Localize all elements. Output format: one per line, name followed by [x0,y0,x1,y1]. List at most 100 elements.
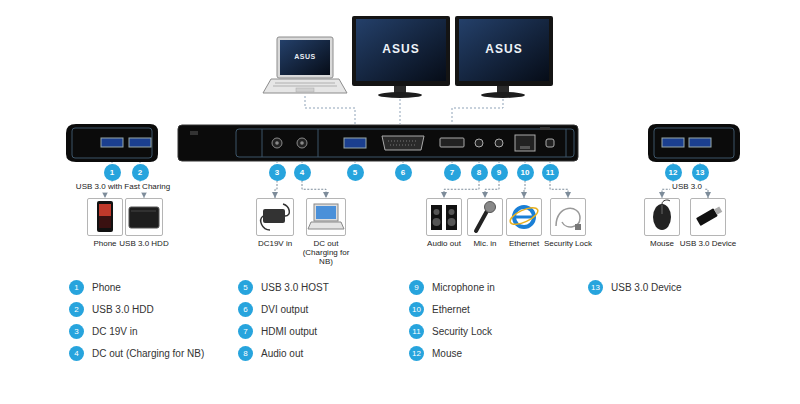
group-label: USB 3.0 [670,182,704,193]
dock-side [654,128,734,158]
device-icon [316,206,336,219]
device-caption: USB 3.0 HDD [119,239,168,248]
device-icon [431,205,442,230]
device-icon [714,206,722,214]
dock-port [297,138,307,148]
legend-item: 3DC 19V in [69,324,138,339]
legend-text: USB 3.0 HOST [261,282,329,293]
device-box: Mic. in [467,198,503,236]
laptop-picture [280,40,330,75]
callout-text: 9 [491,164,508,181]
device-caption: Mouse [650,239,674,248]
device-icon [696,208,718,226]
legend-item: 7HDMI output [238,324,317,339]
legend-text: Audio out [261,348,303,359]
legend-number: 12 [409,346,424,361]
brand-label: ASUS [382,43,419,56]
dock-port [272,135,554,151]
legend-text: Ethernet [432,304,470,315]
monitor-picture [459,19,549,81]
device-icon [263,209,285,223]
callout-number: 1 [104,164,121,181]
legend-text: HDMI output [261,326,317,337]
dock-port [440,138,464,147]
monitor-picture [455,16,553,86]
device-icon [261,204,290,230]
connector [444,181,479,199]
legend-number: 6 [238,302,253,317]
callout-text: 10 [517,164,534,181]
group-label: USB 3.0 with Fast Charing [74,182,172,193]
device-caption: Mic. in [473,239,496,248]
dock-port [272,138,282,148]
legend-item: 8Audio out [238,346,303,361]
connector [275,181,277,199]
device-box: USB 3.0 Device [690,198,726,236]
device-caption: USB 3.0 Device [680,239,736,248]
dock-body [190,131,198,135]
device-icon [446,205,457,230]
device-icon [99,204,111,228]
legend-item: 10Ethernet [409,302,470,317]
dock-body [540,127,550,130]
dock-side [129,138,151,147]
legend-item: 4DC out (Charging for NB) [69,346,204,361]
dock-port [390,145,416,146]
device-box: Phone [87,198,123,236]
device-box: Audio out [426,198,462,236]
dock-body [178,125,578,161]
callout-number: 6 [395,164,412,181]
device-caption: Phone [93,239,116,248]
monitor-picture [378,92,422,98]
connector [550,181,568,199]
device-box: Ethernet [506,198,542,236]
device-caption: DC out (Charging for NB) [296,239,356,266]
device-icon [433,218,441,226]
callout-number: 2 [132,164,149,181]
callout-number: 11 [542,164,559,181]
device-icon [476,211,487,231]
legend-item: 9Microphone in [409,280,495,295]
device-box: DC out (Charging for NB) [306,198,346,236]
monitor-picture [352,16,450,86]
device-caption: DC19V in [258,239,292,248]
legend-text: DC out (Charging for NB) [92,348,204,359]
legend-number: 2 [69,302,84,317]
device-caption: Ethernet [509,239,539,248]
device-icon [508,204,540,228]
laptop-picture [277,37,333,78]
dock-port [300,141,304,145]
device-icon [129,207,159,228]
dock-port [495,139,503,147]
callout-text: 2 [132,164,149,181]
laptop-picture [273,86,337,87]
legend-item: 12Mouse [409,346,462,361]
legend-item: 5USB 3.0 HOST [238,280,329,295]
callout-text: 3 [269,164,286,181]
legend-item: 13 USB 3.0 Device [588,280,682,295]
callout-number: 3 [269,164,286,181]
dock-port [388,141,418,142]
device-icon [662,205,663,214]
callout-number: 8 [471,164,488,181]
device-caption: Audio out [427,239,461,248]
legend-item: 1Phone [69,280,121,295]
device-icon [308,222,344,229]
monitor-picture [356,19,446,81]
device-icon [485,202,496,213]
legend-text: Security Lock [432,326,492,337]
dock-side [72,128,152,158]
device-icon [516,216,532,219]
callout-number: 13 [692,164,709,181]
connector [485,181,499,199]
legend-number: 13 [588,280,603,295]
legend-text: USB 3.0 Device [611,282,682,293]
dock-body [318,129,319,157]
dock-port [520,146,530,149]
device-icon [662,200,670,204]
callout-text: 8 [471,164,488,181]
